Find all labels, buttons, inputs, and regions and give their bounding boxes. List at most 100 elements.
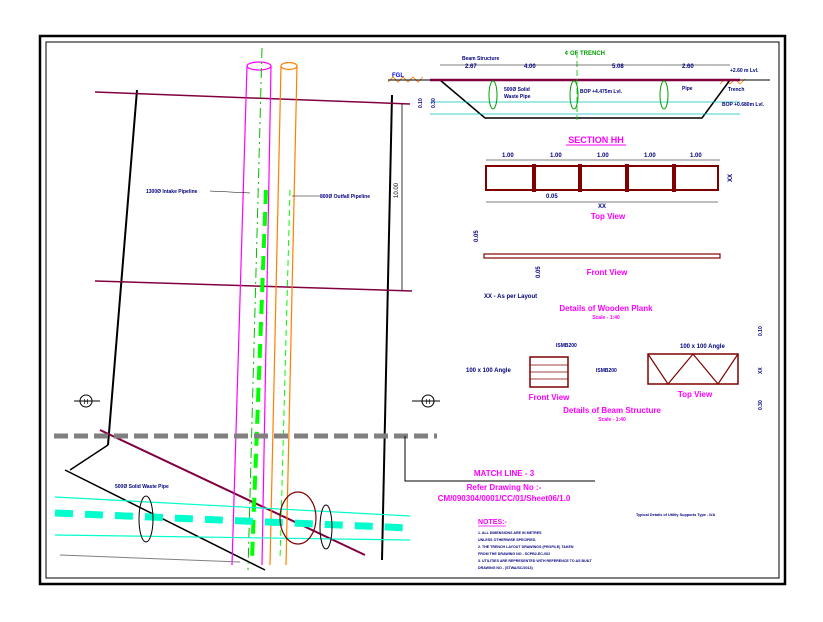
trench-label: Trench <box>728 87 744 93</box>
beam-dim-r2: XX <box>758 367 764 374</box>
plan-boundary-left <box>107 89 138 446</box>
plank-batten-1 <box>532 164 536 192</box>
intake-leader <box>209 190 251 194</box>
pipe-section-1 <box>488 80 498 110</box>
waste-pipe-plan-label: 500Ø Solid Waste Pipe <box>115 484 169 490</box>
plan-beam-top <box>94 91 411 105</box>
plank-dim-mid: 0.05 <box>546 194 558 200</box>
outfall-pipe-end <box>280 61 298 71</box>
fgl-label: FGL <box>392 73 404 79</box>
note-line-5: 3. UTILITIES ARE REPRESENTED WITH REFERE… <box>478 559 593 563</box>
intake-dashed-marker <box>250 189 268 561</box>
beam-title: Details of Beam Structure <box>563 406 661 415</box>
outfall-pipeline-label: 800Ø Outfall Pipeline <box>320 194 370 200</box>
plank-batten-3 <box>625 164 629 192</box>
pipe-junction-ellipse <box>279 491 317 545</box>
plan-beam-mid <box>94 280 413 292</box>
beam-structure-details: ISMB200 100 x 100 Angle Front View ISMB2… <box>466 326 764 423</box>
plank-dim-xx: XX <box>598 204 606 210</box>
waste-pipe-edge-top <box>54 496 411 517</box>
waste-pipe-edge-bottom <box>54 534 411 541</box>
plank-title: Details of Wooden Plank <box>559 304 653 313</box>
waste-pipe-label-2: Waste Pipe <box>504 94 531 100</box>
match-line-drawing-no: CM/090304/0001/CC/01/Sheet06/1.0 <box>438 494 571 503</box>
plank-top-view-label: Top View <box>591 212 626 221</box>
intake-centerline <box>247 47 263 571</box>
match-line-refer: Refer Drawing No :- <box>467 483 542 492</box>
beam-top-view-bracing <box>647 353 739 386</box>
pipe-section-3 <box>659 80 669 110</box>
match-line-title: MATCH LINE - 3 <box>474 469 535 478</box>
match-line-leader <box>404 436 595 482</box>
note-line-6: DRAWING NO - (STWA/SC/2013) <box>478 566 534 570</box>
beam-structure-label: Beam Structure <box>462 56 499 62</box>
note-line-2: UNLESS OTHERWISE SPECIFIED. <box>478 538 536 542</box>
plank-dim-2: 1.00 <box>550 153 562 159</box>
outfall-pipe-edge-right <box>285 65 298 566</box>
beam-top-view-label: Top View <box>678 390 713 399</box>
plank-scale: Scale - 1:40 <box>592 315 620 321</box>
trench-section: FGL Beam Structure ¢ OF TRENCH 2.67 4.00… <box>387 51 770 146</box>
plan-corner-line <box>69 444 109 471</box>
plank-dim-3: 1.00 <box>597 153 609 159</box>
beam-front-view-label: Front View <box>529 393 571 402</box>
plan-ground-line <box>59 554 241 563</box>
pipe-right-label: Pipe <box>682 86 693 92</box>
notes-block: NOTES:- 1. ALL DIMENSIONS ARE IN METRES … <box>478 519 593 570</box>
waste-pipe-section-left <box>138 495 154 543</box>
intake-pipe-edge-left <box>231 65 248 566</box>
plank-front-dim-1: 0.05 <box>474 230 480 242</box>
beam-dim-r3: 0.30 <box>758 400 764 410</box>
intake-pipe-end <box>246 61 272 71</box>
bop-label-1: BOP +4.475m Lvl. <box>580 89 623 95</box>
beam-scale: Scale - 1:40 <box>598 417 626 423</box>
pipe-section-2 <box>569 80 579 110</box>
section-hh-title: SECTION HH <box>568 135 624 145</box>
dim-4: 2.60 <box>682 64 694 70</box>
inner-border <box>45 41 780 579</box>
waste-pipe-centerline <box>54 509 411 532</box>
beam-angle-label-1: 100 x 100 Angle <box>466 368 511 374</box>
outfall-centerline <box>279 189 291 561</box>
waste-pipe-label-1: 500Ø Solid <box>504 87 530 93</box>
plank-note-xx: XX - As per Layout <box>484 294 537 300</box>
plank-dim-1: 1.00 <box>502 153 514 159</box>
section-marker-left-text: H <box>83 399 88 406</box>
title-caption: Typical Details of Utility Supports Type… <box>636 513 715 517</box>
note-line-4: FROM THE DRAWING NO - SCPB2-EC-002 <box>478 552 550 556</box>
dim-v2: 0.30 <box>431 98 437 108</box>
notes-heading: NOTES:- <box>478 519 507 526</box>
beam-dim-r1: 0.10 <box>758 326 764 336</box>
dim-v1: 0.10 <box>418 98 424 108</box>
plank-top-view-rect <box>485 165 719 191</box>
plank-batten-2 <box>578 164 582 192</box>
waste-pipe-section-right <box>319 504 333 550</box>
match-line-block: MATCH LINE - 3 Refer Drawing No :- CM/09… <box>438 469 571 503</box>
plank-front-view-label: Front View <box>587 268 629 277</box>
plan-beam-bottom <box>99 429 366 556</box>
dim-1: 2.67 <box>465 64 477 70</box>
dim-vertical-text: 10.00 <box>394 182 400 198</box>
intake-pipeline-label: 1300Ø Intake Pipeline <box>146 189 198 195</box>
beam-ismb-label-2: ISMB200 <box>596 368 617 374</box>
note-line-3: 2. THE TRENCH LAYOUT DRAWINGS (PROFILE) … <box>478 545 574 549</box>
outfall-pipe-edge-left <box>269 65 282 566</box>
beam-angle-label-2: 100 x 100 Angle <box>680 344 725 350</box>
outer-border <box>38 34 787 586</box>
plank-dim-right: XX <box>728 174 734 182</box>
plank-dim-4: 1.00 <box>644 153 656 159</box>
bop-label-2: BOP +0.680m Lvl. <box>722 102 765 108</box>
plan-boundary-right <box>381 94 393 561</box>
intake-pipe-edge-right <box>261 65 272 566</box>
dim-3: 5.08 <box>612 64 624 70</box>
note-line-1: 1. ALL DIMENSIONS ARE IN METRES <box>478 531 542 535</box>
plank-front-dim-2: 0.05 <box>536 266 542 278</box>
plank-front-view-rect <box>483 253 721 259</box>
plank-batten-4 <box>672 164 676 192</box>
top-level-label: +2.60 m Lvl. <box>730 68 759 74</box>
trench-profile <box>439 79 731 119</box>
plan-view: 10.00 1300Ø Intake Pipeline 800Ø Outfall… <box>54 47 595 571</box>
beam-top-view-rect <box>647 353 739 385</box>
